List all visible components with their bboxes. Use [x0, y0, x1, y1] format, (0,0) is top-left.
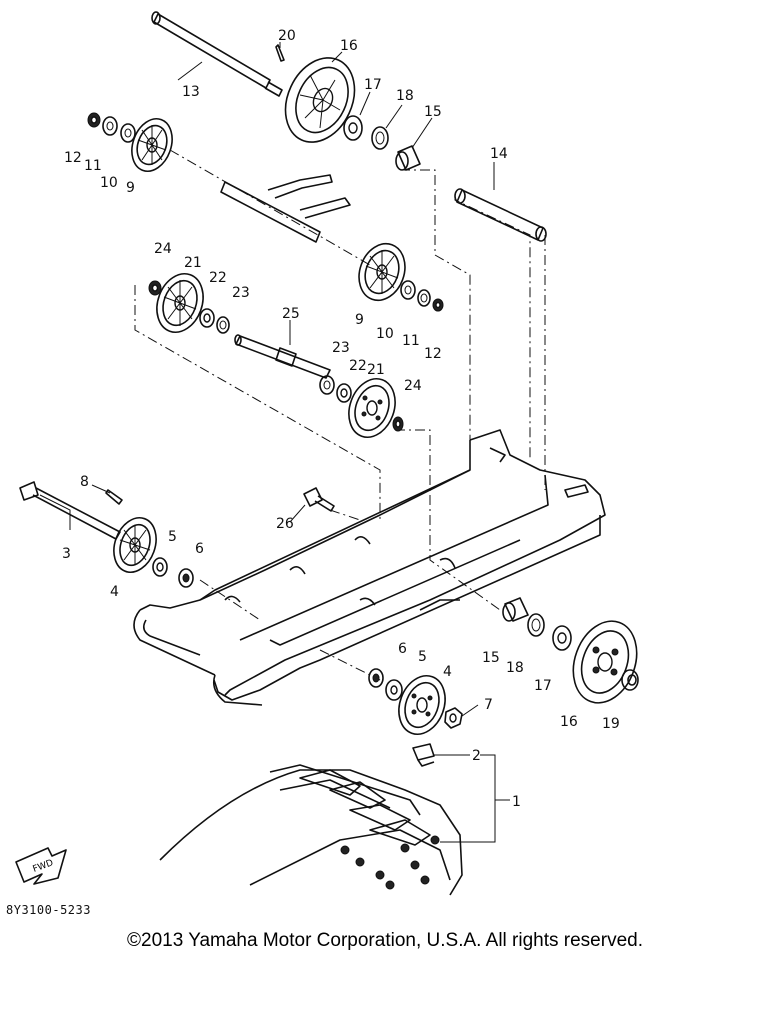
callout-12[interactable]: 12	[64, 150, 82, 166]
callout-18b[interactable]: 18	[506, 660, 524, 676]
callout-16[interactable]: 16	[340, 38, 358, 54]
part-12-nut-right[interactable]	[432, 298, 444, 312]
part-22-bearing-left[interactable]	[199, 308, 215, 328]
callout-labels: 1 2 3 4 4 5 5 6 6 7 8 9 9 10 10 11 11 12…	[62, 28, 620, 810]
callout-18[interactable]: 18	[396, 88, 414, 104]
alignment-lines	[134, 149, 546, 681]
callout-9[interactable]: 9	[126, 180, 135, 196]
leader-lines	[39, 42, 510, 843]
part-5-bearing-lower[interactable]	[385, 679, 403, 701]
part-6-washer-left[interactable]	[178, 568, 194, 588]
cross-bracket	[220, 174, 351, 243]
callout-5b[interactable]: 5	[418, 649, 427, 665]
callout-5[interactable]: 5	[168, 529, 177, 545]
part-15-sleeve-lower[interactable]	[502, 597, 529, 622]
callout-13[interactable]: 13	[182, 84, 200, 100]
callout-15b[interactable]: 15	[482, 650, 500, 666]
callout-21b[interactable]: 21	[367, 362, 385, 378]
callout-26[interactable]: 26	[276, 516, 294, 532]
callout-8[interactable]: 8	[80, 474, 89, 490]
part-11-washer-upper-left[interactable]	[102, 116, 118, 136]
part-10-washer-upper-left[interactable]	[120, 123, 136, 143]
slide-rail-left	[133, 469, 521, 706]
callout-11[interactable]: 11	[84, 158, 102, 174]
part-14-tube[interactable]	[454, 188, 547, 242]
callout-16b[interactable]: 16	[560, 714, 578, 730]
part-9-wheel-upper-left[interactable]	[125, 113, 179, 177]
copyright-notice: ©2013 Yamaha Motor Corporation, U.S.A. A…	[127, 930, 643, 951]
callout-10b[interactable]: 10	[376, 326, 394, 342]
part-19-cap[interactable]	[621, 669, 639, 691]
part-4-wheel-left[interactable]	[107, 512, 164, 578]
callout-17b[interactable]: 17	[534, 678, 552, 694]
exploded-parts-diagram: FWD 1 2 3 4 4 5 5 6 6 7 8 9 9 10 10 11 1…	[15, 11, 647, 896]
callout-15[interactable]: 15	[424, 104, 442, 120]
part-13-shaft[interactable]	[151, 11, 283, 97]
diagram-code: 8Y3100-5233	[6, 903, 91, 917]
callout-19[interactable]: 19	[602, 716, 620, 732]
callout-3[interactable]: 3	[62, 546, 71, 562]
callout-6b[interactable]: 6	[398, 641, 407, 657]
part-1-track[interactable]	[159, 764, 463, 896]
callout-1[interactable]: 1	[512, 794, 521, 810]
callout-25[interactable]: 25	[282, 306, 300, 322]
part-21-wheel-left[interactable]	[149, 267, 211, 338]
part-20-pin[interactable]	[275, 44, 285, 62]
part-24-nut-right[interactable]	[392, 416, 404, 432]
part-5-bearing-left[interactable]	[152, 557, 168, 577]
part-15-sleeve-top[interactable]	[395, 145, 421, 171]
callout-11b[interactable]: 11	[402, 333, 420, 349]
part-18-ring-top[interactable]	[371, 126, 389, 150]
callout-22b[interactable]: 22	[349, 358, 367, 374]
part-6-washer-lower[interactable]	[368, 668, 384, 688]
part-17-bearing-top[interactable]	[343, 115, 363, 141]
callout-12b[interactable]: 12	[424, 346, 442, 362]
part-22-bearing-right[interactable]	[336, 383, 352, 403]
part-7-nut[interactable]	[444, 707, 463, 729]
fwd-arrow-icon: FWD	[15, 847, 67, 885]
callout-9b[interactable]: 9	[355, 312, 364, 328]
callout-14[interactable]: 14	[490, 146, 508, 162]
part-21-wheel-right[interactable]	[341, 372, 403, 443]
part-23-spacer-left[interactable]	[216, 316, 230, 334]
callout-4b[interactable]: 4	[443, 664, 452, 680]
part-16-wheel-top[interactable]	[272, 47, 367, 154]
callout-10[interactable]: 10	[100, 175, 118, 191]
part-4-wheel-lower[interactable]	[391, 669, 453, 740]
fwd-label: FWD	[32, 858, 55, 875]
callout-21[interactable]: 21	[184, 255, 202, 271]
part-10-washer-right[interactable]	[400, 280, 416, 300]
slide-rail-rear	[199, 429, 606, 696]
callout-23[interactable]: 23	[232, 285, 250, 301]
callout-7[interactable]: 7	[484, 697, 493, 713]
part-26-bolt[interactable]	[303, 487, 335, 512]
callout-17[interactable]: 17	[364, 77, 382, 93]
part-9-wheel-right[interactable]	[351, 237, 412, 307]
callout-24[interactable]: 24	[154, 241, 172, 257]
callout-4[interactable]: 4	[110, 584, 119, 600]
callout-22[interactable]: 22	[209, 270, 227, 286]
callout-20[interactable]: 20	[278, 28, 296, 44]
callout-2[interactable]: 2	[472, 748, 481, 764]
part-18-ring-lower[interactable]	[527, 613, 545, 637]
callout-23b[interactable]: 23	[332, 340, 350, 356]
callout-6[interactable]: 6	[195, 541, 204, 557]
slide-rail-front	[213, 515, 601, 701]
part-12-nut-upper-left[interactable]	[87, 112, 101, 128]
part-25-axle[interactable]	[234, 334, 331, 379]
part-17-bearing-lower[interactable]	[552, 625, 572, 651]
part-2-clip[interactable]	[412, 743, 435, 767]
part-16-wheel-lower[interactable]	[562, 612, 647, 711]
callout-24b[interactable]: 24	[404, 378, 422, 394]
part-23-spacer-right[interactable]	[319, 375, 335, 395]
part-11-washer-right[interactable]	[417, 289, 431, 307]
part-24-nut-left[interactable]	[148, 280, 162, 296]
